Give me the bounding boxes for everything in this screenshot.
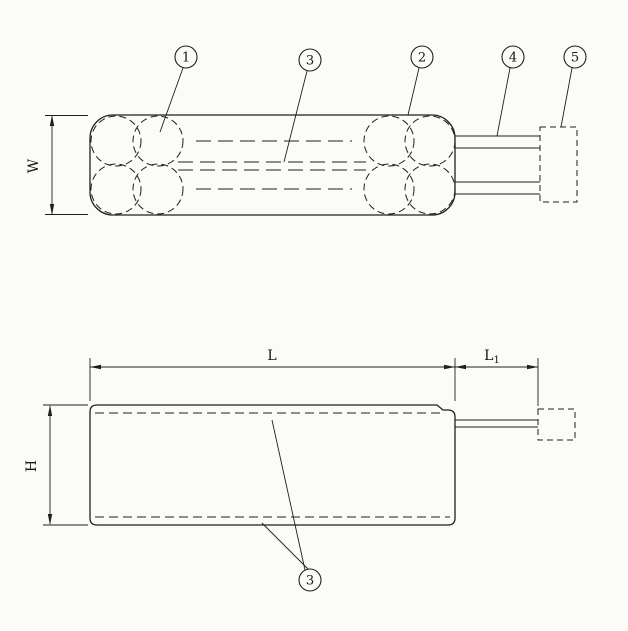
balloon-3-bottom-label: 3 — [306, 574, 314, 589]
hidden-middle-lines — [178, 140, 366, 190]
cell-circle — [90, 163, 142, 215]
dimension-l1: L1 — [455, 348, 539, 406]
leader-lines-bottom — [261, 419, 309, 571]
arrowhead-left-icon — [455, 364, 466, 370]
leader-line — [271, 419, 306, 571]
connector-top-view — [539, 126, 578, 203]
lead-wires-top-view — [455, 135, 540, 195]
cell-group-right — [363, 115, 456, 215]
arrowhead-right-icon — [527, 364, 538, 370]
arrowhead-up-icon — [49, 115, 55, 126]
cell-circle — [90, 115, 142, 167]
leader-line — [496, 67, 511, 137]
balloon-2-label: 2 — [418, 51, 426, 66]
top-view: W — [26, 45, 587, 216]
balloon-5: 5 — [563, 45, 587, 69]
leader-line — [560, 67, 573, 128]
balloon-circle — [298, 568, 322, 592]
pack-body-outline — [89, 114, 456, 216]
balloon-circle — [174, 45, 198, 69]
leader-line — [261, 522, 309, 570]
balloon-circle — [563, 45, 587, 69]
balloon-1: 1 — [174, 45, 198, 69]
cell-circle — [363, 163, 415, 215]
arrowhead-down-icon — [49, 204, 55, 215]
leader-line — [407, 67, 420, 116]
height-dim-label: H — [24, 460, 40, 472]
leader-lines-top — [159, 67, 573, 163]
cell-circle — [404, 163, 456, 215]
length1-dim-subscript: 1 — [493, 355, 499, 366]
cell-circle — [132, 163, 184, 215]
length1-dim-label: L1 — [484, 348, 500, 366]
balloon-circle — [298, 48, 322, 72]
balloon-circle — [410, 45, 434, 69]
arrowhead-down-icon — [47, 514, 53, 525]
balloon-2: 2 — [410, 45, 434, 69]
leader-line — [159, 67, 184, 133]
side-view: L L1 H — [24, 348, 576, 592]
balloon-3-bottom: 3 — [298, 568, 322, 592]
balloon-5-label: 5 — [571, 51, 579, 66]
connector-side-view — [537, 408, 576, 441]
dimension-w: W — [26, 115, 88, 215]
dimension-l: L — [89, 348, 456, 401]
width-dim-label: W — [26, 158, 42, 173]
pack-body-side-outline — [89, 404, 456, 526]
balloon-3-top-label: 3 — [306, 54, 314, 69]
balloon-3-top: 3 — [298, 48, 322, 72]
balloon-4: 4 — [501, 45, 525, 69]
balloon-1-label: 1 — [182, 51, 190, 66]
length1-dim-main: L — [484, 348, 493, 364]
cell-circle — [132, 115, 184, 167]
dimension-h: H — [24, 404, 88, 526]
arrowhead-right-icon — [444, 364, 455, 370]
leader-line — [283, 70, 308, 163]
balloon-4-label: 4 — [509, 51, 517, 66]
lead-wire-side-view — [455, 419, 538, 428]
wrap-hidden-lines — [95, 412, 450, 518]
balloon-circle — [501, 45, 525, 69]
arrowhead-left-icon — [90, 364, 101, 370]
length-dim-label: L — [267, 348, 276, 364]
cell-group-left — [90, 115, 184, 215]
arrowhead-up-icon — [47, 405, 53, 416]
cell-circle — [363, 115, 415, 167]
cell-circle — [404, 115, 456, 167]
